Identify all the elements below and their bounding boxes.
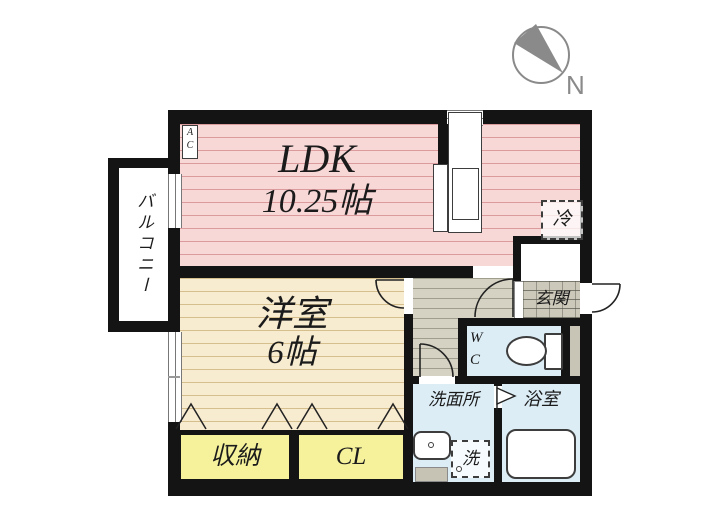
bathroom-door-icon [496,386,517,410]
window-divider [168,376,180,378]
washroom-door-icon [419,343,454,378]
closet-opening-triangles [175,402,409,430]
western-room-door-icon [375,279,405,309]
compass-icon: N [512,24,585,100]
room-entrance [523,281,580,318]
ldk-name: LDK [278,136,356,181]
closet-box: CL [294,430,408,484]
storage-label: 収納 [209,442,260,470]
wall-washroom-top [404,376,580,384]
western-room-label-block: 洋室 6帖 [180,294,404,373]
wall-ldk-bottom [180,266,523,278]
ac-label-bottom: C [186,140,194,151]
refrigerator-space: 冷 [541,200,583,240]
bathtub [506,429,576,479]
wall-closet-left [513,236,521,281]
storage-box: 収納 [176,430,294,484]
door-opening-ldk-hall [473,266,515,278]
wall-western-right [404,266,413,482]
ldk-label-block: LDK 10.25帖 [197,136,437,221]
wall-top [168,110,592,124]
wall-bottom [168,482,592,496]
washing-machine-label: 洗 [462,449,479,469]
closet-label: CL [335,442,367,470]
balcony-wall-top [108,158,180,168]
vanity-counter [415,467,448,482]
ldk-size: 10.25帖 [261,183,373,220]
wall-washroom-bathroom [494,376,502,482]
ldk-hall-door-icon [474,278,514,318]
kitchen-sink [452,168,479,220]
bathroom-label: 浴室 [523,389,559,409]
wall-wc-top [458,318,580,326]
entrance-label: 玄関 [534,289,569,308]
refrigerator-label: 冷 [552,209,572,231]
entrance-door-icon [591,283,621,313]
washroom-label: 洗面所 [428,390,479,409]
washbasin-drain [428,442,434,448]
wc-label: W C [470,328,490,372]
western-room-name: 洋室 [255,294,328,334]
room-ldk [180,124,580,266]
wall-closet-top [513,236,580,244]
balcony-label: バルコニー [134,192,153,297]
pipe-space [570,326,580,376]
ldk-balcony-window [168,174,182,228]
door-opening-western [404,278,413,314]
washer-drain [456,466,462,472]
wc-letter-c: C [470,351,481,368]
shoe-closet [521,244,580,285]
kitchen-partition-wall [438,124,448,168]
ac-label-top: A [186,127,194,138]
wall-wc-right [561,318,570,384]
wc-letter-w: W [470,330,483,346]
wall-wc-left [458,318,467,384]
balcony-wall-left [108,158,119,332]
ac-unit: A C [182,125,198,159]
door-opening-entrance [580,283,592,314]
washbasin [413,431,451,460]
door-opening-washroom [419,376,455,384]
compass-north-label: N [566,70,585,100]
toilet-bowl [506,336,547,366]
room-balcony: バルコニー [119,168,168,321]
kitchen-side-counter [433,164,448,232]
western-room-size: 6帖 [267,335,317,372]
balcony-wall-bottom [108,321,180,332]
